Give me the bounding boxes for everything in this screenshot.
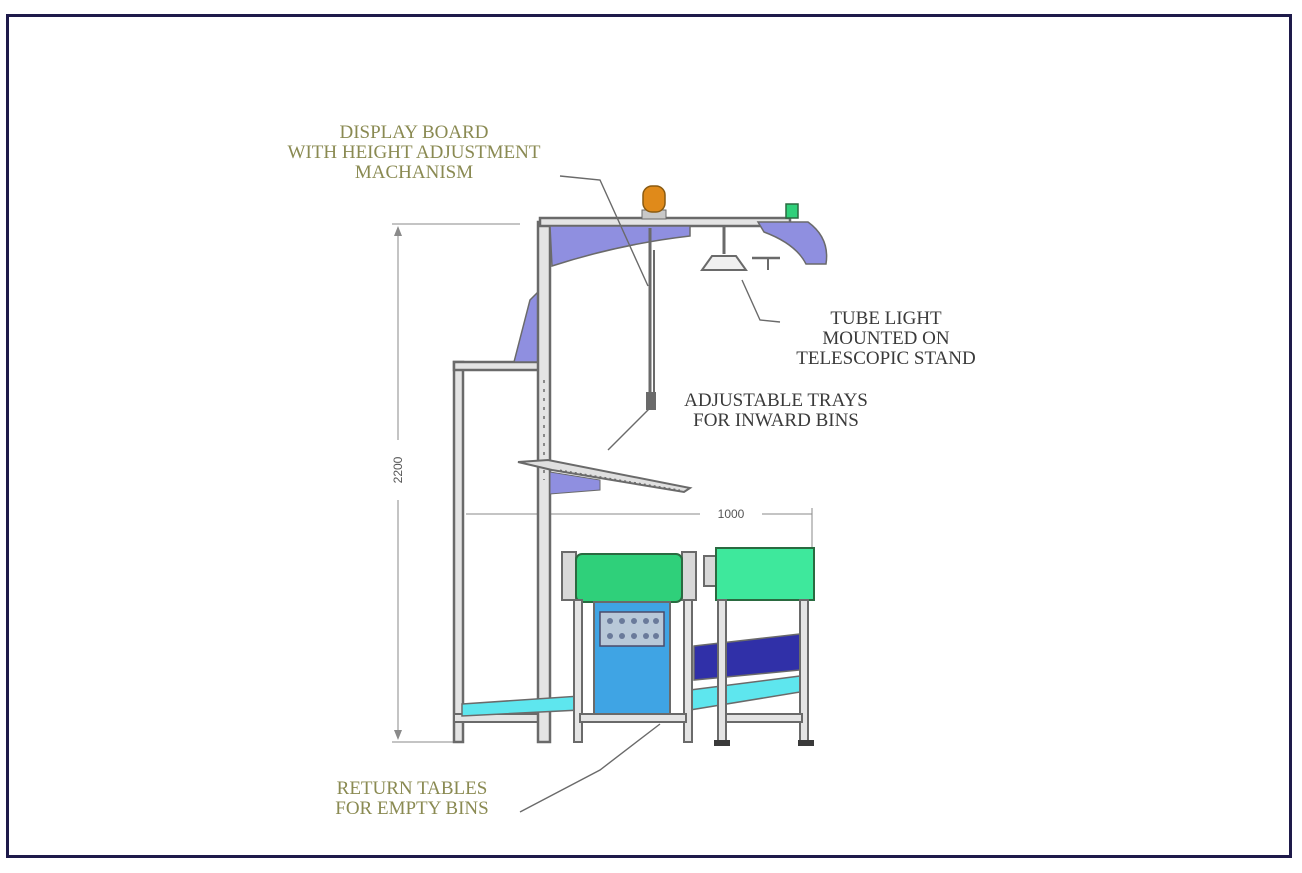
tube-light [700,226,780,271]
height-dimension-label: 2200 [391,456,405,483]
green-indicator [785,203,799,219]
main-post [536,220,552,744]
svg-text:MOUNTED ON: MOUNTED ON [822,328,949,349]
svg-text:RETURN TABLES: RETURN TABLES [337,778,488,799]
svg-text:FOR EMPTY BINS: FOR EMPTY BINS [335,798,488,819]
right-side-table [703,547,815,746]
label-tube-light: TUBE LIGHT MOUNTED ON TELESCOPIC STAND [796,308,976,369]
beacon-lamp [641,185,667,220]
height-dimension: 2200 [391,223,520,743]
width-dimension: 1000 [466,507,813,548]
display-board-rod [646,228,656,410]
svg-text:WITH HEIGHT ADJUSTMENT: WITH HEIGHT ADJUSTMENT [288,142,541,163]
svg-text:DISPLAY BOARD: DISPLAY BOARD [339,122,488,143]
svg-text:MACHANISM: MACHANISM [355,162,473,183]
svg-text:TELESCOPIC STAND: TELESCOPIC STAND [796,348,976,369]
width-dimension-label: 1000 [718,507,745,521]
adjustable-tray [517,458,693,495]
svg-text:ADJUSTABLE TRAYS: ADJUSTABLE TRAYS [684,390,868,411]
label-return-tables: RETURN TABLES FOR EMPTY BINS [335,778,488,819]
label-display-board: DISPLAY BOARD WITH HEIGHT ADJUSTMENT MAC… [288,122,541,183]
label-trays: ADJUSTABLE TRAYS FOR INWARD BINS [684,390,868,431]
central-machine [561,551,697,743]
left-frame [452,288,548,744]
svg-text:TUBE LIGHT: TUBE LIGHT [830,308,942,329]
top-beam [538,216,828,268]
leader-lines [519,175,781,813]
svg-text:FOR INWARD BINS: FOR INWARD BINS [693,410,859,431]
